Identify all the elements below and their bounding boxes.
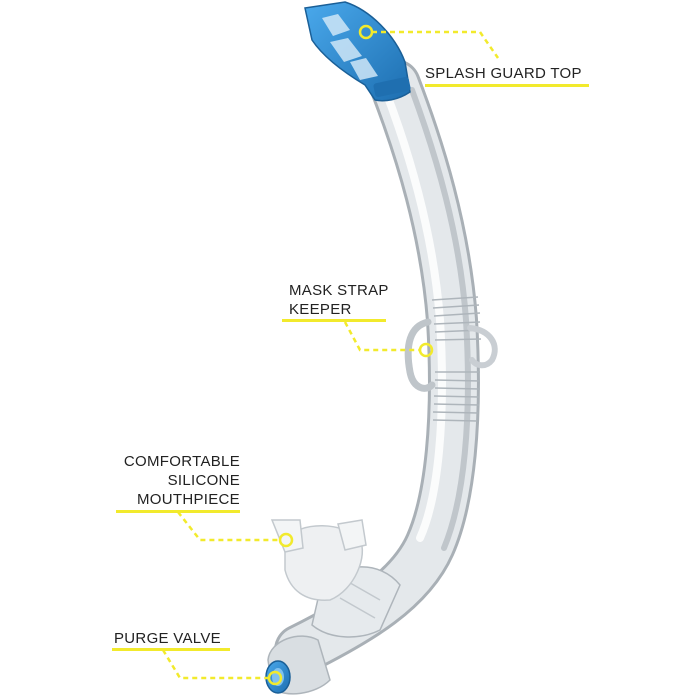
label-purge-valve-line1: PURGE VALVE — [114, 630, 221, 647]
marker-splash-guard — [358, 24, 374, 40]
label-mouthpiece-line1: COMFORTABLE — [123, 453, 240, 470]
marker-mouthpiece — [278, 532, 294, 548]
underline-strap-keeper — [282, 319, 386, 322]
label-splash-guard-line1: SPLASH GUARD TOP — [425, 65, 582, 82]
label-mouthpiece-line3: MOUTHPIECE — [136, 491, 240, 508]
splash-guard-top — [304, 1, 411, 102]
marker-strap-keeper — [418, 342, 434, 358]
label-purge-valve: PURGE VALVE — [114, 629, 221, 648]
leader-strap-keeper — [343, 321, 420, 352]
label-strap-keeper-line1: MASK STRAP — [289, 282, 389, 299]
label-mask-strap-keeper: MASK STRAP KEEPER — [289, 281, 389, 319]
snorkel-tube-shadow — [409, 87, 471, 551]
corrugated-section — [431, 296, 482, 422]
callout-markers — [267, 24, 434, 686]
leader-purge-valve — [161, 649, 268, 680]
marker-purge-valve — [267, 670, 283, 686]
leader-splash-guard — [372, 30, 500, 59]
label-splash-guard-top: SPLASH GUARD TOP — [425, 64, 582, 83]
underline-splash-guard — [425, 84, 589, 87]
snorkel-tube-highlight — [382, 88, 446, 542]
callout-leaders — [161, 30, 500, 680]
mask-strap-keeper — [404, 318, 498, 392]
leader-mouthpiece — [177, 511, 280, 542]
label-silicone-mouthpiece: COMFORTABLE SILICONE MOUTHPIECE — [114, 452, 240, 509]
label-strap-keeper-line2: KEEPER — [289, 301, 352, 318]
underline-purge-valve — [112, 648, 230, 651]
underline-mouthpiece — [116, 510, 240, 513]
purge-valve — [265, 635, 331, 695]
label-mouthpiece-line2: SILICONE — [167, 472, 240, 489]
